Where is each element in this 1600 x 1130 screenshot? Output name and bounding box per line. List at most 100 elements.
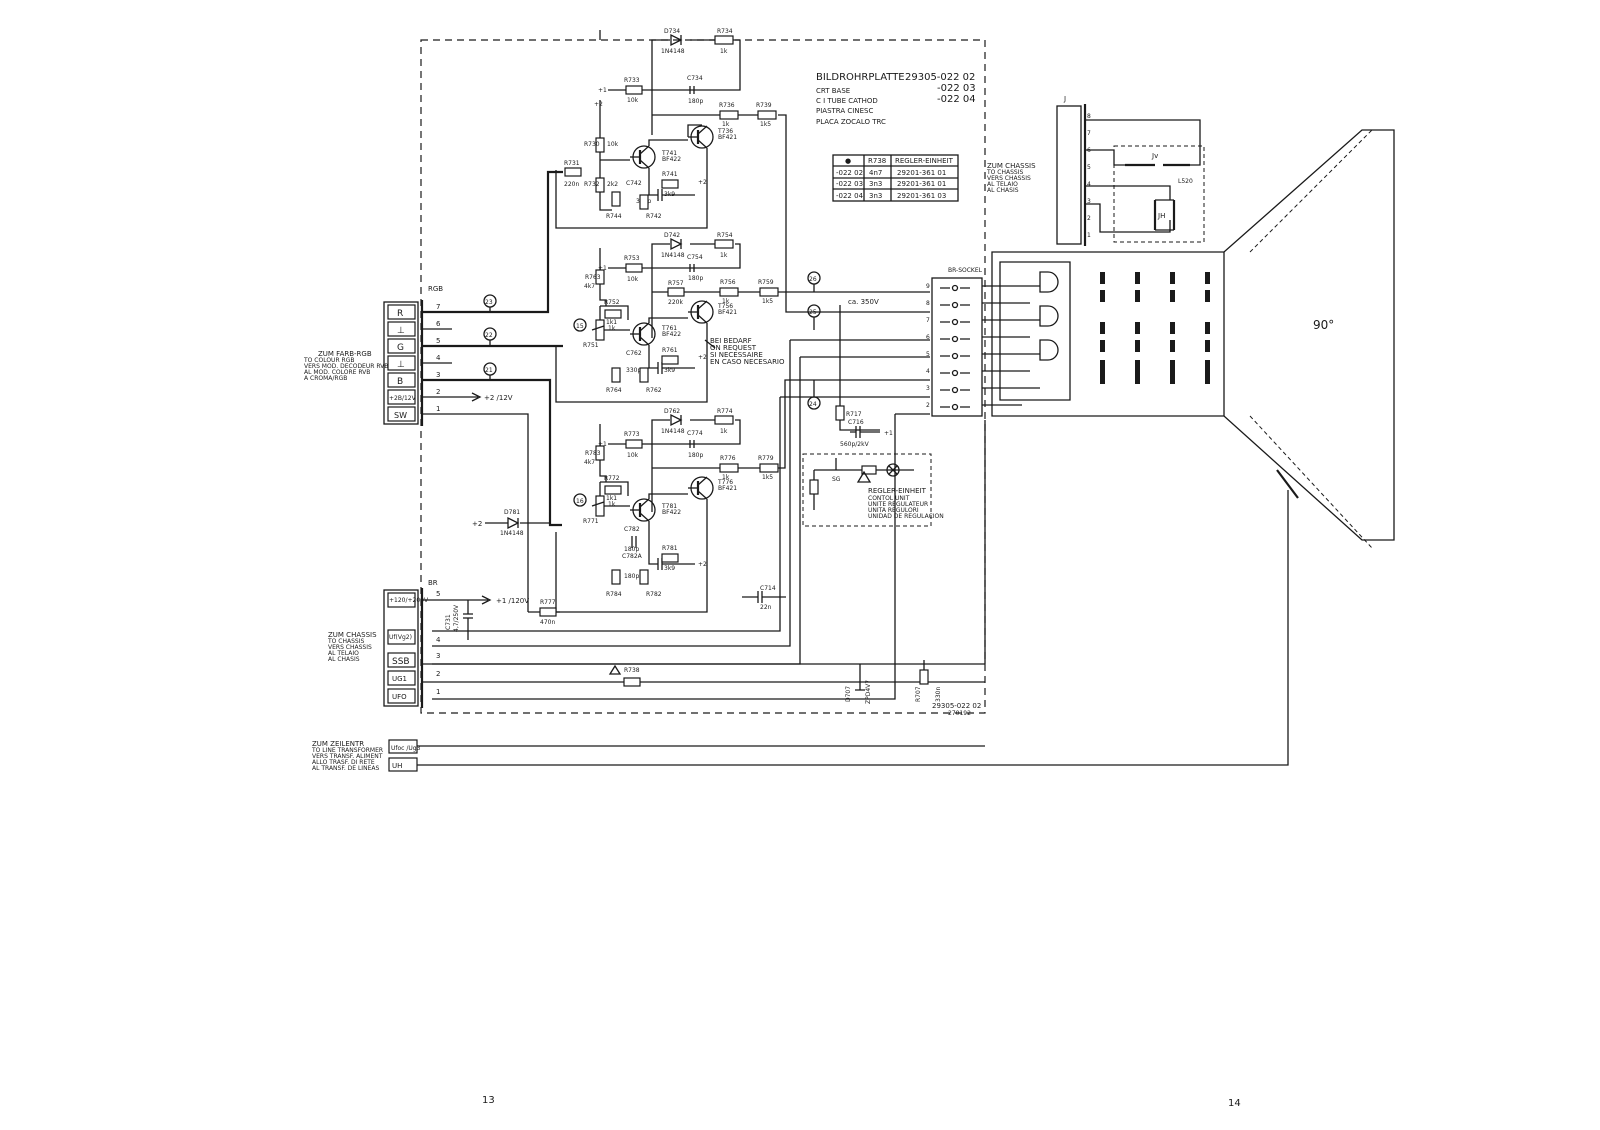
pin-label: B	[397, 377, 403, 387]
r771-value: 1k	[608, 501, 616, 508]
svg-text:22: 22	[485, 332, 493, 339]
r733-value: 10k	[627, 97, 639, 104]
t776-label: T776	[717, 479, 733, 486]
table-cell: -022 04	[836, 192, 864, 200]
rgb-caption: AL MOD. COLORE RVB	[304, 369, 370, 376]
r761-value: 3k9	[664, 367, 675, 374]
r730-value: 10k	[607, 141, 619, 148]
rail-label: +1	[598, 87, 607, 94]
socket-contact	[951, 403, 959, 411]
j-pin: 7	[1087, 130, 1091, 137]
tube-electrode	[1205, 272, 1210, 284]
line-pin-label: Ufoc /Ug3	[391, 745, 421, 752]
t756-label: T756	[717, 303, 733, 310]
pin-number: 4	[436, 354, 441, 362]
r752-label: R752	[604, 299, 620, 306]
r733-label: R733	[624, 77, 640, 84]
t781-type: BF422	[662, 509, 681, 516]
c731-value: 4,7/250V	[453, 604, 460, 632]
line-caption: VERS TRANSF. ALIMENT	[312, 753, 383, 760]
tube-electrode	[1170, 340, 1175, 352]
sg-label: SG	[832, 476, 841, 483]
r773-value: 10k	[627, 452, 639, 459]
c716-rail: +1	[884, 430, 893, 437]
socket-hv: ca. 350V	[848, 298, 879, 306]
r751-label: R751	[583, 342, 599, 349]
r774-value: 1k	[720, 428, 728, 435]
table-cell: 3n3	[869, 180, 882, 188]
rail-label: +1	[598, 265, 607, 272]
r734-value: 1k	[720, 48, 728, 55]
rgb-supply-label: +2 /12V	[484, 394, 513, 402]
line-caption: AL TRANSF. DE LINEAS	[312, 765, 379, 772]
page-number-left: 13	[482, 1095, 495, 1106]
c782a-label: C782A	[622, 553, 643, 560]
r782-label: R782	[646, 591, 662, 598]
tube-electrode	[1170, 372, 1175, 384]
r781-label: R781	[662, 545, 678, 552]
j-pin: 1	[1087, 232, 1091, 239]
svg-text:23: 23	[485, 299, 493, 306]
socket-pin: 7	[926, 317, 930, 324]
r772-label: R772	[604, 475, 620, 482]
rail-label: +2	[698, 354, 707, 361]
tube-electrode	[1135, 340, 1140, 352]
board-title-fr: C I TUBE CATHOD	[816, 97, 878, 105]
line-connector: Ufoc /Ug3 UH ZUM ZEILENTR TO LINE TRANSF…	[311, 739, 421, 772]
test-point: 15	[576, 323, 584, 330]
tube-electrode	[1170, 322, 1175, 334]
svg-text:25: 25	[809, 309, 817, 316]
c734-label: C734	[687, 75, 703, 82]
c714-value: 22n	[760, 604, 772, 611]
cathode-symbol	[1039, 271, 1059, 293]
misc-components: +2 D781 1N4148 R777 470n C714 22n	[472, 509, 786, 626]
j-caption: AL CHASIS	[987, 187, 1019, 194]
r783-label: R783	[585, 450, 601, 457]
stage-green: D742 1N4148 R754 1k +1 R753 10k C754 180…	[555, 232, 930, 403]
br-caption: AL CHASIS	[328, 656, 360, 663]
test-point: 22	[483, 327, 497, 341]
rail-label: +2	[698, 561, 707, 568]
svg-text:21: 21	[485, 367, 493, 374]
d707-label: D707	[845, 686, 852, 702]
d762-type: 1N4148	[661, 428, 685, 435]
br-caption: TO CHASSIS	[327, 638, 364, 645]
board-variant-2: -022 03	[937, 83, 976, 94]
tube-electrode	[1205, 360, 1210, 372]
br-connector-name: BR	[428, 579, 438, 587]
tube-electrode	[1205, 372, 1210, 384]
j-caption: TO CHASSIS	[986, 169, 1023, 176]
r739-value: 1k5	[760, 121, 771, 128]
r742-label: R742	[646, 213, 662, 220]
socket-contact	[951, 369, 959, 377]
board-title-en: CRT BASE	[816, 87, 850, 95]
pin-label: SW	[394, 411, 407, 420]
pin-number: 3	[436, 371, 440, 379]
br-pin-number: 5	[436, 590, 440, 598]
socket-contact	[951, 386, 959, 394]
control-unit: SG REGLER-EINHEIT CONTOL UNIT UNITE REGU…	[802, 453, 944, 527]
c762-label: C762	[626, 350, 642, 357]
board-title: BILDROHRPLATTE	[816, 72, 905, 83]
br-pin-number: 2	[436, 670, 440, 678]
r763-label: R763	[585, 274, 601, 281]
pin-box-b	[387, 372, 416, 388]
r731-label: R731	[564, 160, 580, 167]
r773-label: R773	[624, 431, 640, 438]
tube-electrode	[1135, 372, 1140, 384]
c742-label: C742	[626, 180, 642, 187]
tube-angle: 90°	[1313, 318, 1334, 332]
r732-label: R732	[584, 181, 600, 188]
br-socket: BR-SOCKEL 9 8 7 6 5 4 3 2 ca. 350V	[848, 267, 983, 417]
pin-number: 2	[436, 388, 440, 396]
table-cell: -022 03	[836, 180, 863, 188]
title-block: BILDROHRPLATTE 29305-022 02 -022 03 -022…	[816, 72, 976, 126]
table-cell: 29201-361 01	[897, 169, 946, 177]
socket-name: BR-SOCKEL	[948, 267, 983, 274]
tube-electrode	[1100, 290, 1105, 302]
br-pin-number: 3	[436, 652, 440, 660]
pin-box-gnd	[387, 321, 416, 337]
r774-label: R774	[717, 408, 733, 415]
pin-label: G	[397, 343, 404, 353]
